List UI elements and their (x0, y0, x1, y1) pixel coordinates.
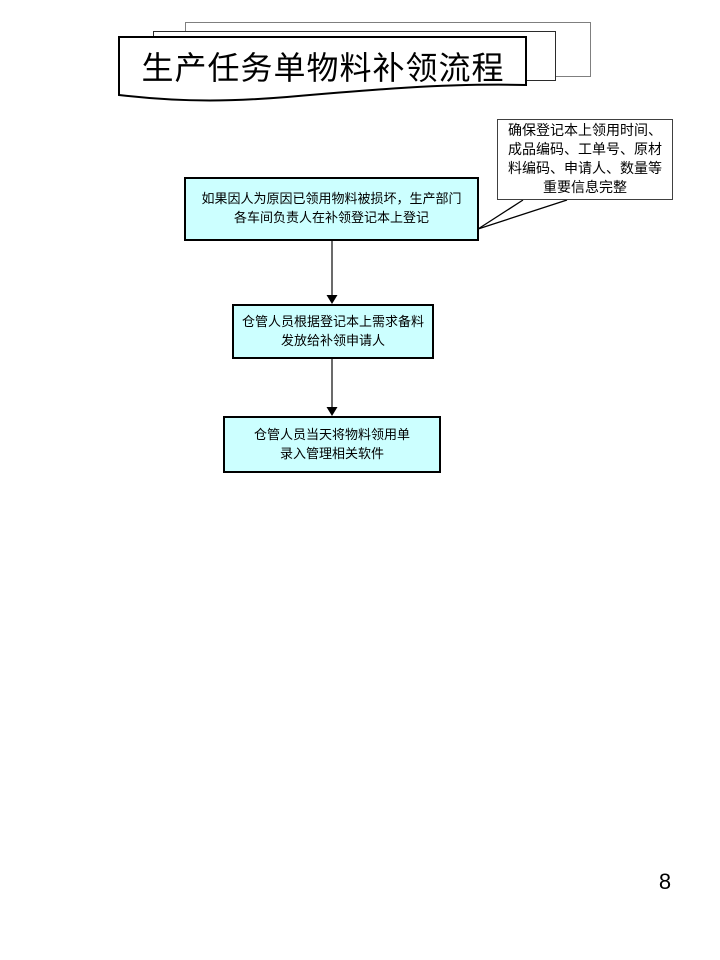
process-step-2-line: 发放给补领申请人 (280, 333, 385, 349)
process-step-1: 如果因人为原因已领用物料被损坏，生产部门 各车间负责人在补领登记本上登记 (184, 177, 479, 241)
process-step-2: 仓管人员根据登记本上需求备料 发放给补领申请人 (232, 304, 434, 359)
process-step-2-line: 仓管人员根据登记本上需求备料 (241, 314, 424, 330)
title-document-shape: 生产任务单物料补领流程 (117, 35, 529, 107)
arrow-step2-to-step3 (326, 359, 338, 416)
process-step-1-line: 如果因人为原因已领用物料被损坏，生产部门 (201, 192, 462, 207)
callout-note: 确保登记本上领用时间、 成品编码、工单号、原材 料编码、申请人、数量等 重要信息… (497, 119, 673, 200)
document-wave-shape (118, 36, 527, 102)
callout-line: 成品编码、工单号、原材 (508, 141, 662, 158)
arrow-step1-to-step2 (326, 241, 338, 304)
process-step-3-line: 仓管人员当天将物料领用单 (253, 427, 410, 443)
process-step-1-line: 各车间负责人在补领登记本上登记 (233, 211, 429, 226)
process-step-3: 仓管人员当天将物料领用单 录入管理相关软件 (223, 416, 441, 473)
callout-line: 重要信息完整 (543, 179, 627, 196)
callout-line: 确保登记本上领用时间、 (508, 122, 662, 139)
slide-title: 生产任务单物料补领流程 (141, 49, 505, 87)
callout-line: 料编码、申请人、数量等 (508, 160, 662, 177)
callout-pointer-lines (477, 199, 568, 230)
slide-page-number: 8 (658, 869, 672, 894)
process-step-3-line: 录入管理相关软件 (279, 446, 384, 462)
